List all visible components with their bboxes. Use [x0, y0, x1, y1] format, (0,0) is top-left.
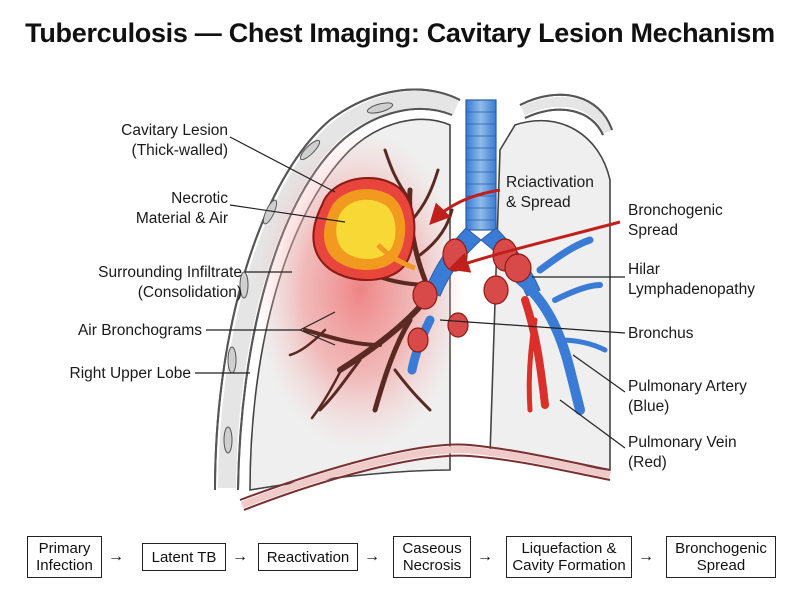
flow-step-1: Primary Infection — [27, 536, 102, 578]
label-necrotic: Necrotic — [171, 190, 228, 207]
label-necrotic-sub: Material & Air — [136, 210, 228, 227]
label-right-upper-lobe: Right Upper Lobe — [70, 365, 192, 382]
label-cavitary-lesion-sub: (Thick-walled) — [132, 142, 228, 159]
flow-arrow: → — [108, 548, 124, 565]
flow-arrow: → — [364, 548, 380, 565]
label-hilar: Hilar — [628, 261, 660, 278]
flow-arrow: → — [638, 548, 654, 565]
flow-step-5: Liquefaction & Cavity Formation — [506, 536, 632, 578]
label-cavitary-lesion: Cavitary Lesion — [121, 122, 228, 139]
flow-arrow: → — [477, 548, 493, 565]
label-bronchogenic-sub: Spread — [628, 222, 678, 239]
flow-step-4: Caseous Necrosis — [393, 536, 471, 578]
label-pulmonary-vein-sub: (Red) — [628, 454, 667, 471]
label-infiltrate: Surrounding Infiltrate — [98, 264, 242, 281]
flow-step-6: Bronchogenic Spread — [666, 536, 776, 578]
flow-arrow: → — [232, 548, 248, 565]
label-hilar-sub: Lymphadenopathy — [628, 281, 755, 298]
label-reactivation: Rciactivation — [506, 174, 594, 191]
labels-left: Cavitary Lesion (Thick-walled) Necrotic … — [70, 122, 243, 382]
label-infiltrate-sub: (Consolidation) — [138, 284, 242, 301]
cavitary-lesion — [312, 176, 416, 281]
spread-arrows — [429, 188, 621, 273]
label-reactivation-sub: & Spread — [506, 194, 571, 211]
diaphragm — [239, 443, 611, 501]
flow-step-3: Reactivation — [258, 543, 358, 571]
label-pulmonary-artery-sub: (Blue) — [628, 398, 669, 415]
leader-lines — [195, 136, 626, 449]
flow-step-2: Latent TB — [142, 543, 226, 571]
label-pulmonary-artery: Pulmonary Artery — [628, 378, 747, 395]
page-title: Tuberculosis — Chest Imaging: Cavitary L… — [25, 18, 775, 48]
label-pulmonary-vein: Pulmonary Vein — [628, 434, 737, 451]
label-bronchogenic: Bronchogenic — [628, 202, 723, 219]
hilar-lymph-nodes — [407, 238, 532, 353]
label-bronchus: Bronchus — [628, 325, 694, 342]
label-air-bronchograms: Air Bronchograms — [78, 322, 202, 339]
labels-right: Rciactivation & Spread Bronchogenic Spre… — [506, 174, 755, 471]
pulmonary-vein — [521, 296, 549, 413]
